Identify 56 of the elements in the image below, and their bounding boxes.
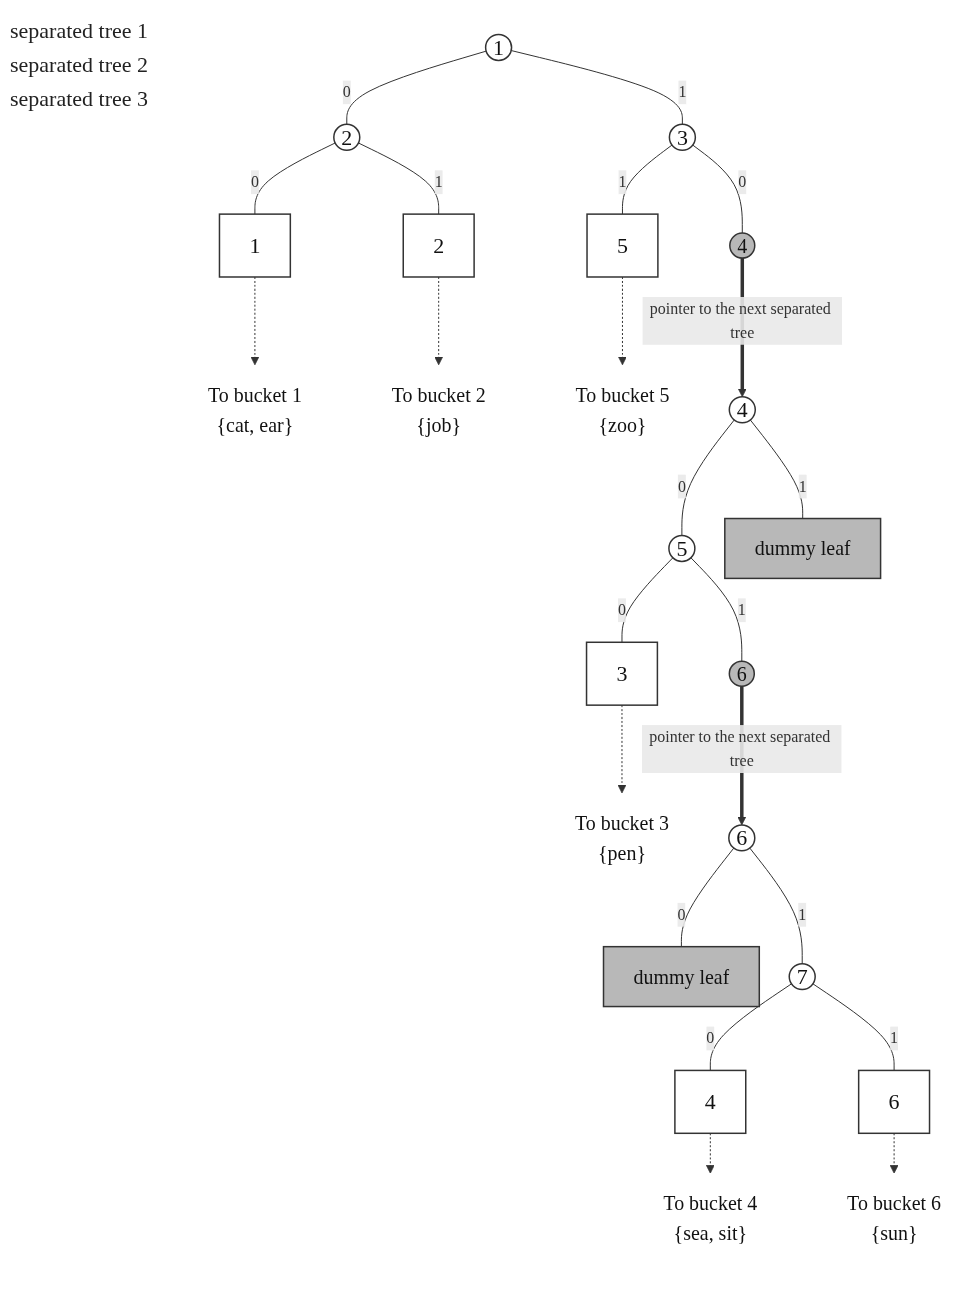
connector <box>346 51 487 126</box>
node-circle: 1 <box>484 34 513 62</box>
connector <box>680 848 735 948</box>
edge-label: 1 <box>890 1029 899 1047</box>
node-circle: 5 <box>668 535 696 563</box>
node-text: To bucket 2 {job} <box>391 384 486 437</box>
connector <box>357 142 440 216</box>
edge-label: 1 <box>798 478 807 496</box>
node-text: To bucket 1 {cat, ear} <box>207 384 302 437</box>
node-box: 2 <box>402 213 475 279</box>
node-circle: 4 <box>728 396 756 424</box>
edge-label: pointer to the next separated tree <box>649 728 831 770</box>
node-box: 4 <box>674 1070 747 1135</box>
node-box: dummy leaf <box>602 946 761 1008</box>
edge-label: 1 <box>798 906 807 924</box>
node-box: 5 <box>586 213 659 279</box>
tree-caption: separated tree 1 <box>10 18 150 44</box>
edge-label: 1 <box>434 173 443 191</box>
edge-label: 0 <box>617 601 626 619</box>
arrow <box>617 705 627 794</box>
connector <box>621 557 674 644</box>
tree-caption: separated tree 2 <box>10 52 150 78</box>
node-circle: 6 <box>728 660 756 688</box>
connector <box>749 419 804 520</box>
edge-label: 0 <box>738 173 747 191</box>
edge-label: 0 <box>342 83 351 101</box>
node-box: dummy leaf <box>724 518 882 580</box>
node-box: 6 <box>857 1070 931 1135</box>
node-text: To bucket 3 {pen} <box>574 812 669 865</box>
edge-label: 1 <box>678 83 687 101</box>
node-circle: 3 <box>668 124 697 152</box>
node-circle: 2 <box>333 124 361 152</box>
connector <box>692 145 743 235</box>
edge-label: 0 <box>706 1029 715 1047</box>
edge-label: 1 <box>618 173 627 191</box>
edge-label: 0 <box>677 478 686 496</box>
connector <box>681 419 735 537</box>
connector <box>690 557 743 663</box>
edge-label: 0 <box>677 906 686 924</box>
connector <box>254 142 336 216</box>
node-text: To bucket 5 {zoo} <box>575 384 670 437</box>
node-circle: 7 <box>788 963 816 991</box>
node-circle: 6 <box>728 824 756 853</box>
tree-caption: separated tree 3 <box>10 86 150 112</box>
node-box: 3 <box>585 642 659 707</box>
edge-label: 0 <box>250 173 259 191</box>
connector <box>709 983 792 1072</box>
node-text: To bucket 4 {sea, sit} <box>663 1192 758 1245</box>
node-box: 1 <box>218 213 292 279</box>
connector <box>749 848 803 965</box>
connector <box>621 145 673 216</box>
connector <box>812 983 895 1072</box>
node-text: To bucket 6 {sun} <box>847 1192 942 1245</box>
edge-label: pointer to the next separated tree <box>649 300 831 342</box>
node-circle: 4 <box>729 232 756 260</box>
edge-label: 1 <box>737 601 746 619</box>
